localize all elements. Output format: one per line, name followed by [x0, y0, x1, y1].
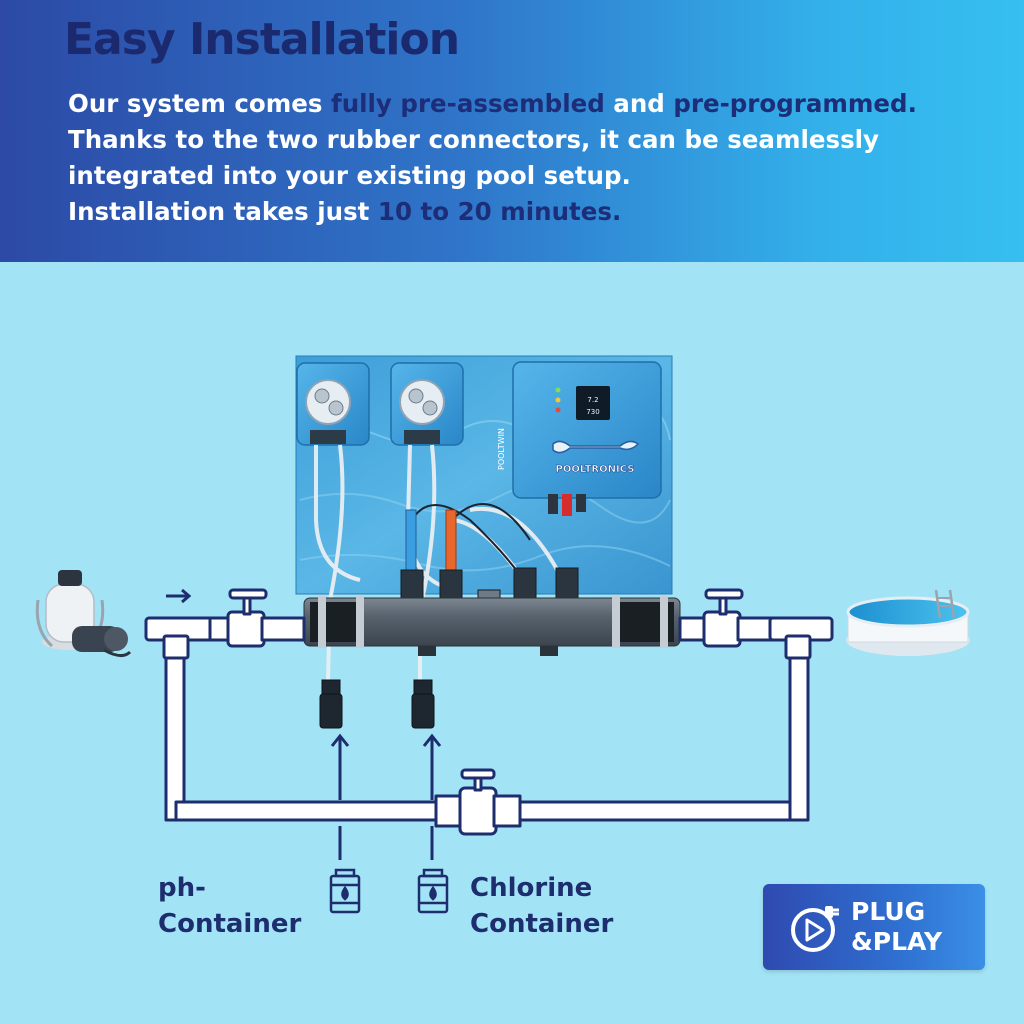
chlorine-container-label: Chlorine Container — [470, 870, 613, 942]
sand-filter-pump-icon — [35, 570, 132, 657]
plug-and-play-badge: PLUG &PLAY — [763, 884, 985, 970]
status-led-red — [555, 407, 561, 413]
chlorine-label-line2: Container — [470, 909, 614, 939]
wrench-logo-icon — [552, 440, 640, 454]
ph-label-line2: Container — [158, 909, 302, 939]
header-banner: Easy Installation Our system comes fully… — [0, 0, 1024, 262]
pipe-schematic — [144, 588, 834, 836]
highlight-pre-programmed: pre-programmed. — [673, 89, 917, 118]
intro-line-1: Our system comes fully pre-assembled and… — [68, 86, 1018, 122]
orp-probe — [445, 509, 457, 571]
container-arrows — [330, 733, 442, 860]
manifold-pipe — [303, 596, 681, 656]
intro-line-2: Thanks to the two rubber connectors, it … — [68, 125, 880, 154]
ph-probe — [405, 509, 417, 571]
intro-text-part: Our system comes — [68, 89, 332, 118]
display-orp-value: 730 — [586, 408, 599, 416]
ph-container-icon — [329, 868, 361, 914]
plug-play-icon — [791, 906, 839, 952]
intro-text: Our system comes fully pre-assembled and… — [68, 86, 1018, 230]
status-led-yellow — [555, 397, 561, 403]
highlight-install-time: 10 to 20 minutes. — [377, 197, 622, 226]
device-brand-label: POOLTRONICS — [556, 464, 635, 475]
suction-lances — [319, 679, 435, 729]
flow-direction-arrow — [166, 588, 192, 604]
display-ph-value: 7.2 — [587, 396, 598, 404]
chlorine-container-icon — [417, 868, 449, 914]
ph-label-line1: ph- — [158, 873, 206, 903]
badge-line1: PLUG — [851, 897, 926, 926]
highlight-pre-assembled: fully pre-assembled — [331, 89, 605, 118]
intro-line-3: integrated into your existing pool setup… — [68, 161, 631, 190]
device-side-label: POOLTWIN — [497, 428, 506, 470]
page-title: Easy Installation — [64, 14, 460, 65]
installation-diagram: 7.2 730 POOLTRONICS POOLTWIN — [35, 355, 970, 914]
peristaltic-pump-chlorine — [390, 362, 464, 446]
peristaltic-pump-ph — [296, 362, 370, 446]
chlorine-label-line1: Chlorine — [470, 873, 593, 903]
badge-line2: &PLAY — [851, 927, 943, 956]
status-led-green — [555, 387, 561, 393]
intro-text-part: Installation takes just — [68, 197, 378, 226]
controller-unit: 7.2 730 POOLTRONICS POOLTWIN — [497, 361, 662, 516]
intro-line-4: Installation takes just 10 to 20 minutes… — [68, 194, 1018, 230]
pool-icon — [846, 589, 970, 656]
intro-text-part: and — [604, 89, 674, 118]
probe-cables — [411, 503, 531, 576]
ph-container-label: ph- Container — [158, 870, 301, 942]
